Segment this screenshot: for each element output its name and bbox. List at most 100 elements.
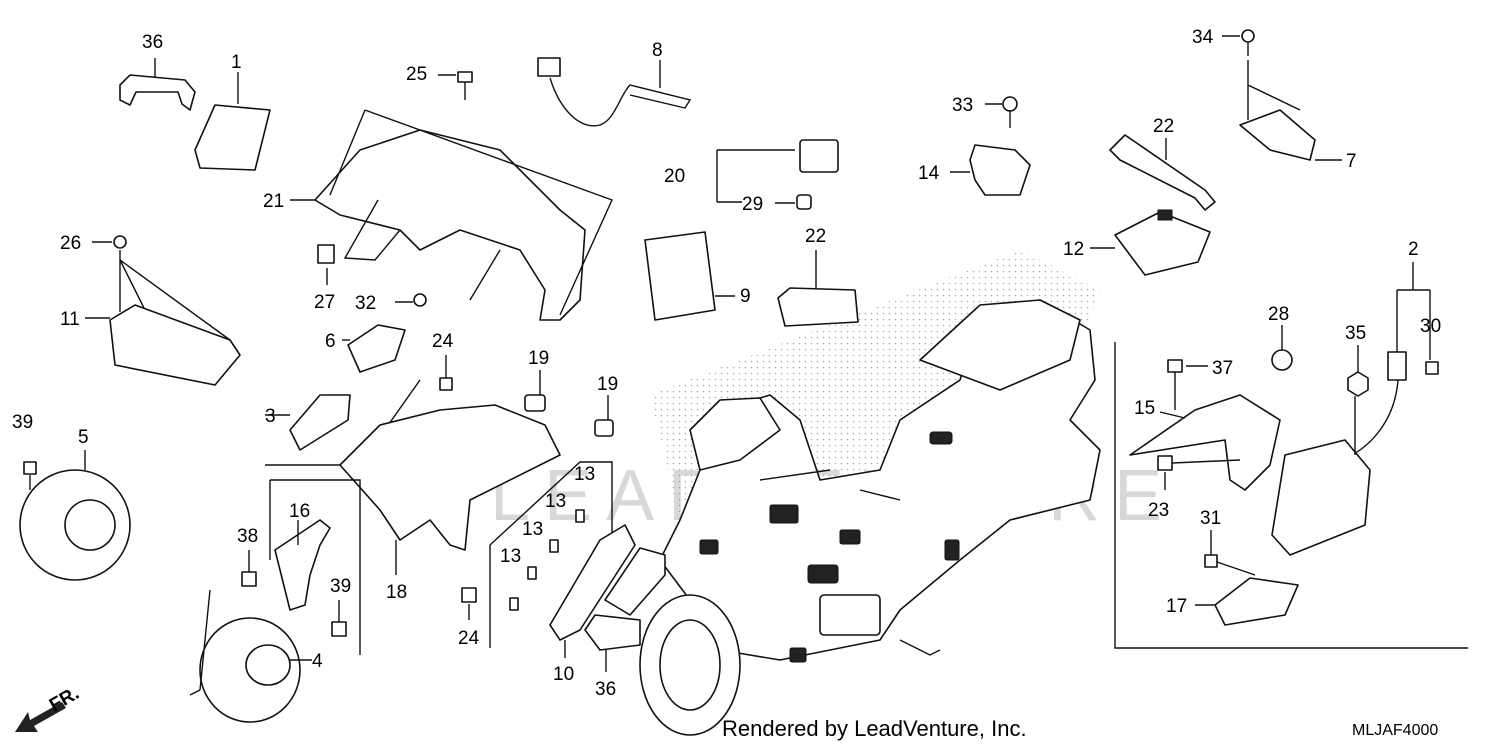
part-4-horn[interactable]: [189, 589, 312, 723]
part-11-module[interactable]: [85, 304, 241, 386]
part-34-bolt[interactable]: [1222, 29, 1301, 120]
callout-32: 32: [355, 293, 376, 314]
callout-1: 1: [231, 52, 242, 73]
part-15-bracket[interactable]: [1129, 394, 1281, 491]
inset-box-border: [1114, 342, 1468, 649]
part-24-bolt-lower[interactable]: [461, 587, 477, 620]
callout-39-right: 39: [330, 576, 351, 597]
part-27-clip[interactable]: [317, 244, 335, 285]
callout-34: 34: [1192, 27, 1214, 48]
callout-29: 29: [742, 194, 763, 215]
callout-11: 11: [60, 309, 80, 330]
part-16-bracket[interactable]: [274, 519, 331, 611]
callout-21: 21: [263, 191, 284, 212]
part-23-bolt[interactable]: [1157, 455, 1241, 490]
part-8-harness[interactable]: [537, 57, 692, 127]
callout-10: 10: [553, 664, 574, 685]
callout-19-a: 19: [528, 348, 549, 369]
callout-13-a: 13: [574, 464, 595, 485]
part-22-cover-upper[interactable]: [1109, 134, 1216, 211]
part-36-clip[interactable]: [119, 58, 196, 111]
part-39-bolt-left[interactable]: [23, 461, 37, 490]
callout-33: 33: [952, 95, 973, 116]
part-32-screw[interactable]: [395, 293, 427, 307]
callout-27: 27: [314, 292, 335, 313]
callout-2: 2: [1408, 239, 1419, 260]
part-6-connector[interactable]: [342, 324, 406, 373]
part-25-bolt[interactable]: [438, 71, 473, 100]
motorcycle-illustration: [639, 299, 1101, 736]
callout-17: 17: [1166, 596, 1187, 617]
callout-39-left: 39: [12, 412, 33, 433]
callout-31: 31: [1200, 508, 1221, 529]
part-12-module[interactable]: [1090, 209, 1211, 276]
part-24-bolt-upper[interactable]: [439, 355, 453, 391]
group-line-16: [269, 479, 361, 655]
diagram-code: MLJAF4000: [1352, 722, 1439, 739]
part-13-pins[interactable]: [489, 461, 613, 648]
part-26-screw[interactable]: [92, 235, 231, 341]
part-3-connector[interactable]: [265, 394, 351, 451]
callout-28: 28: [1268, 304, 1289, 325]
part-5-horn[interactable]: [19, 450, 131, 581]
callout-19-b: 19: [597, 374, 618, 395]
callout-13-c: 13: [522, 519, 543, 540]
callout-8: 8: [652, 40, 663, 61]
callout-5: 5: [78, 427, 89, 448]
part-14-sensor[interactable]: [950, 144, 1031, 196]
part-36-clip-lower[interactable]: [584, 614, 641, 672]
callout-7: 7: [1346, 151, 1357, 172]
part-31-screw[interactable]: [1204, 530, 1256, 576]
part-22-cover-lower[interactable]: [777, 250, 859, 327]
callout-18: 18: [386, 582, 407, 603]
callout-22-lower: 22: [805, 226, 826, 247]
callout-37: 37: [1212, 358, 1233, 379]
callout-4: 4: [312, 651, 323, 672]
callout-36: 36: [142, 32, 163, 53]
callout-14: 14: [918, 163, 940, 184]
part-17-cover[interactable]: [1195, 577, 1299, 626]
callout-22-upper: 22: [1153, 116, 1174, 137]
part-7-bracket[interactable]: [1239, 109, 1342, 161]
part-19-clip-a[interactable]: [524, 370, 546, 412]
callout-23: 23: [1148, 500, 1169, 521]
part-28-clip[interactable]: [1271, 325, 1293, 371]
part-1-module[interactable]: [194, 72, 271, 171]
callout-15: 15: [1134, 398, 1155, 419]
part-35-nut[interactable]: [1347, 345, 1369, 455]
part-30-connector[interactable]: [1425, 361, 1439, 375]
callout-24-upper: 24: [432, 331, 454, 352]
part-37-bolt[interactable]: [1167, 359, 1208, 410]
callout-36-lower: 36: [595, 679, 616, 700]
part-33-bolt[interactable]: [985, 96, 1018, 128]
front-direction-indicator: FR.: [15, 683, 83, 732]
callout-24-lower: 24: [458, 628, 480, 649]
callout-26: 26: [60, 233, 81, 254]
part-20-relay[interactable]: [716, 139, 839, 203]
part-39-bolt-right[interactable]: [331, 600, 347, 637]
part-38-bolt[interactable]: [241, 550, 257, 587]
part-10-cover[interactable]: [549, 524, 666, 658]
callout-13-b: 13: [545, 491, 566, 512]
part-29-grommet[interactable]: [775, 194, 812, 210]
front-arrow-icon: [15, 702, 66, 732]
callout-35: 35: [1345, 323, 1366, 344]
callout-16: 16: [289, 501, 310, 522]
callout-labels: 36 1 25 8 21 26 11 27 32 6 24 3 39 5 16 …: [12, 27, 1441, 700]
part-19-clip-b[interactable]: [594, 395, 614, 437]
render-credit: Rendered by LeadVenture, Inc.: [722, 716, 1027, 741]
part-2-regulator[interactable]: [1271, 262, 1431, 556]
part-21-bracket[interactable]: [290, 109, 613, 321]
callout-38: 38: [237, 526, 258, 547]
part-18-bracket[interactable]: [339, 404, 561, 575]
callout-20: 20: [664, 166, 685, 187]
callout-6: 6: [325, 331, 336, 352]
part-9-ecu[interactable]: [644, 231, 735, 321]
callout-25: 25: [406, 64, 427, 85]
callout-12: 12: [1063, 239, 1084, 260]
callout-30: 30: [1420, 316, 1441, 337]
callout-9: 9: [740, 286, 751, 307]
callout-13-d: 13: [500, 546, 521, 567]
callout-3: 3: [265, 406, 276, 427]
